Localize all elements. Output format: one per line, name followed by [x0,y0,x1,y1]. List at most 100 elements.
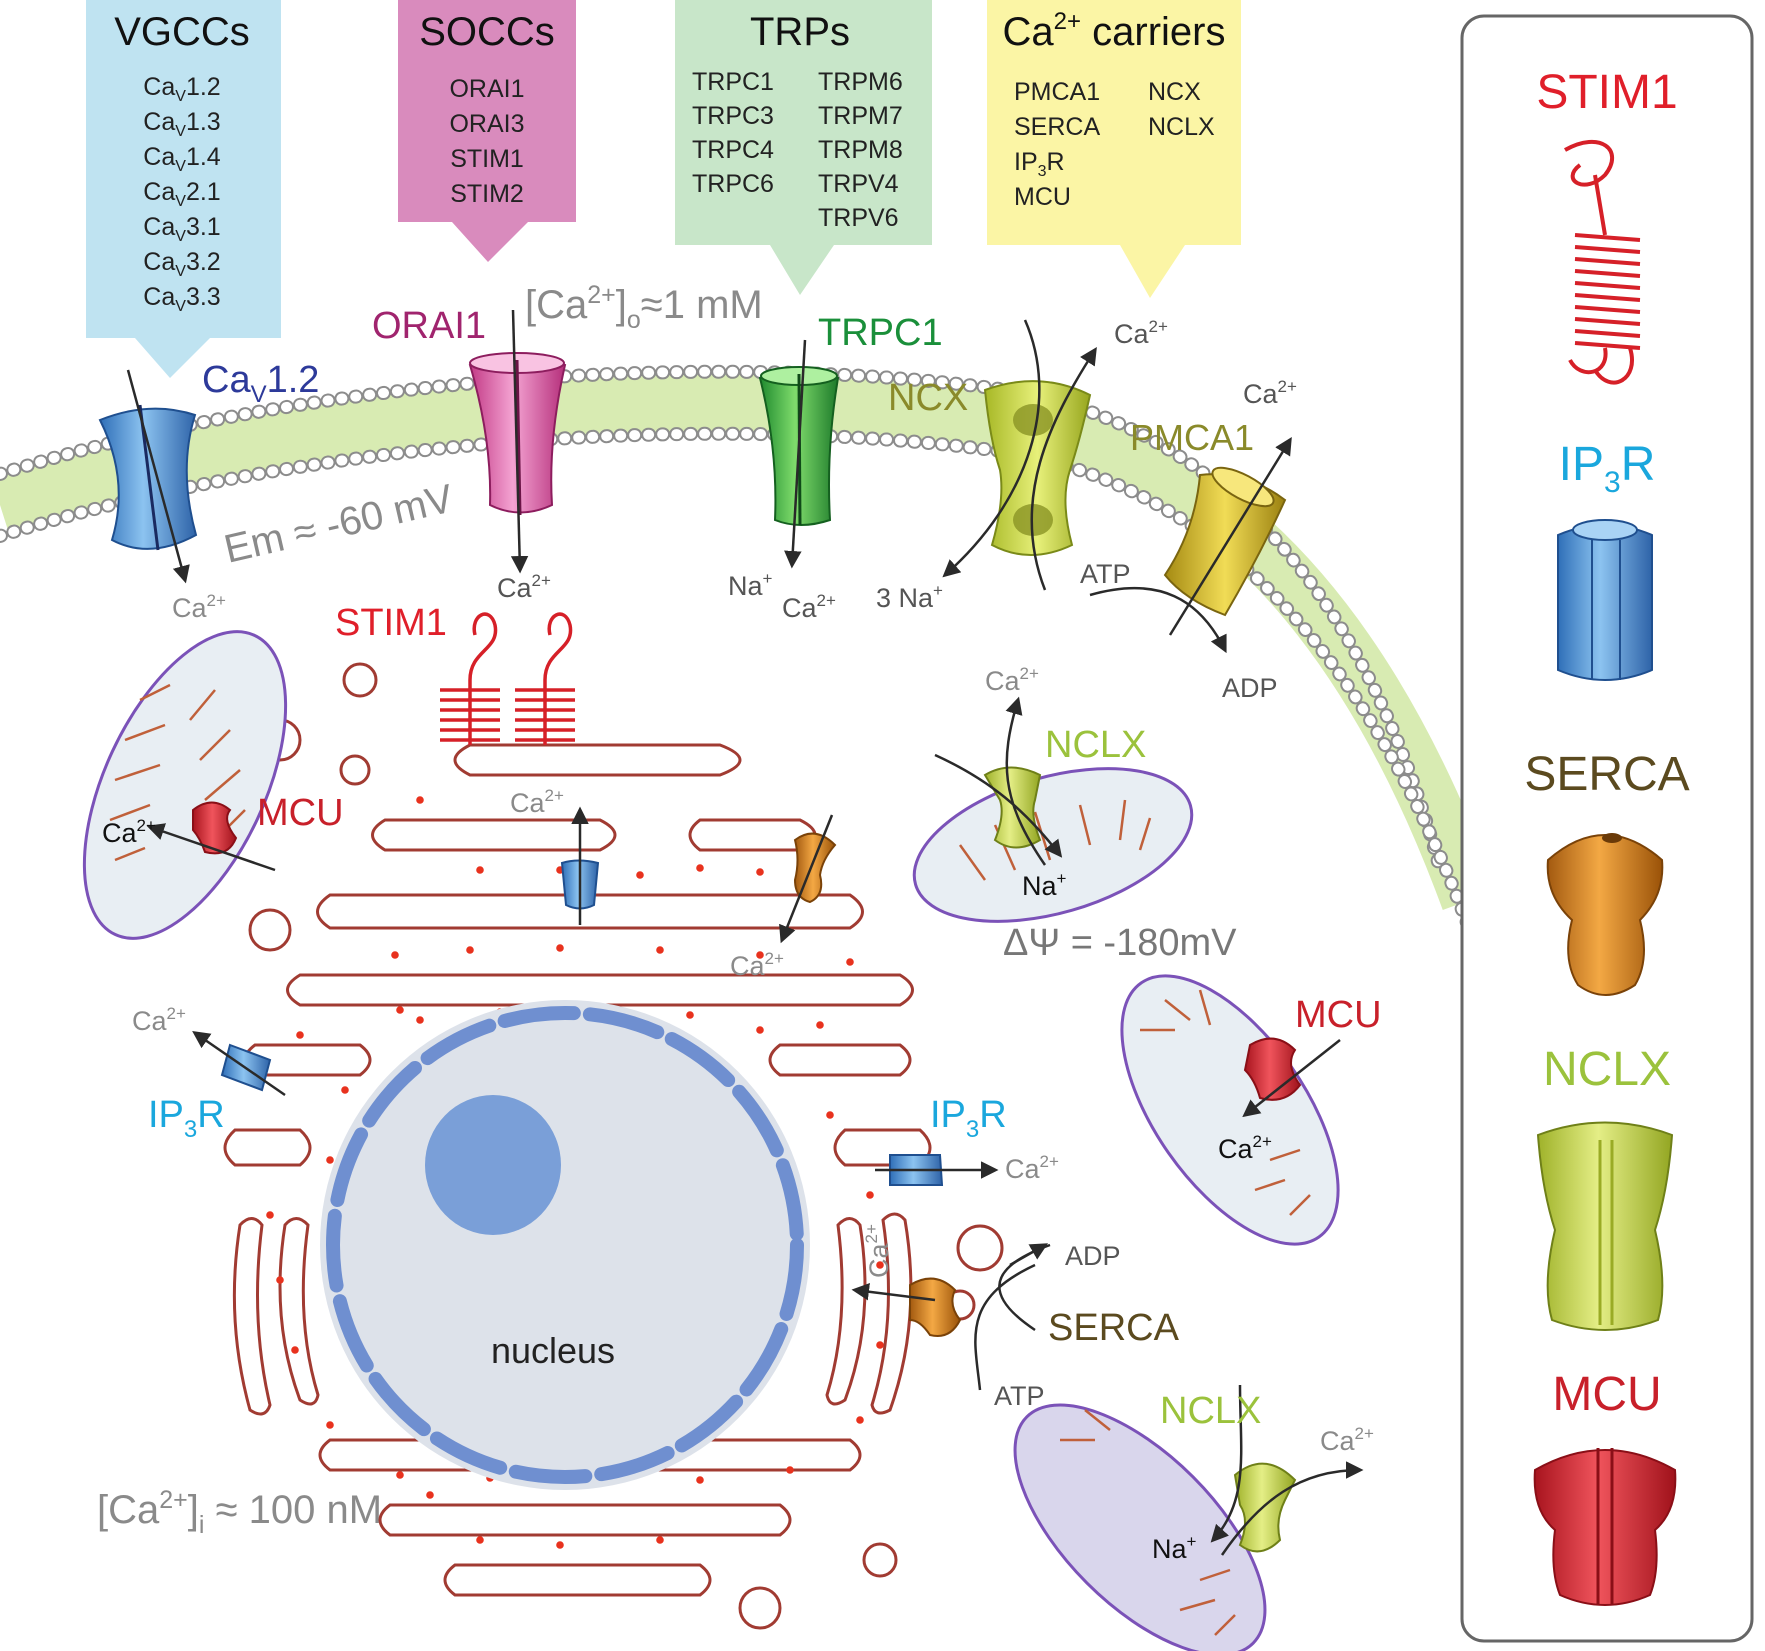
trp-item: TRPV4 [818,170,899,198]
legend-serca-label: SERCA [1524,748,1689,801]
vgcc-item: CaV2.1 [143,178,220,210]
ncx-label: NCX [888,377,968,419]
ribosome-dot [416,1016,424,1024]
trpc1-na-label: Na+ [728,569,773,601]
mcu-right-ca-label: Ca2+ [1218,1132,1272,1164]
mitochondrion-bottom [1013,1384,1364,1651]
ribosome-dot [656,1536,664,1544]
membrane-potential-mito-label: ΔΨ = -180mV [1003,922,1237,964]
pmca1-atp-label: ATP [1080,559,1131,589]
trp-title: TRPs [750,10,850,54]
legend-nclx-icon [1536,1121,1674,1331]
vgcc-item: CaV3.1 [143,213,220,245]
ribosome-dot [756,1026,764,1034]
vgcc-item: CaV1.3 [143,108,220,140]
cav12-label: CaV1.2 [202,359,319,408]
mitochondrion-right [1120,974,1341,1246]
ribosome-dot [556,944,564,952]
ribosome-dot [686,1011,694,1019]
ribosome-dot [396,1471,404,1479]
socc-item: ORAI1 [449,75,524,103]
trp-item: TRPC1 [692,68,774,96]
trp-item: TRPM6 [818,68,903,96]
trp-item-list: TRPC1TRPC3TRPC4TRPC6TRPM6TRPM7TRPM8TRPV4… [692,68,903,232]
ribosome-dot [266,1211,274,1219]
ribosome-dot [636,871,644,879]
ribosome-dot [391,951,399,959]
pmca1-ca-label: Ca2+ [1243,377,1297,409]
trp-item: TRPM8 [818,136,903,164]
ip3r-right-ca-label: Ca2+ [1005,1152,1059,1184]
nclx-bottom-ca-label: Ca2+ [1320,1424,1374,1456]
stim1-er-label: STIM1 [335,602,447,644]
cav12-ca-label: Ca2+ [172,591,226,623]
vgcc-item: CaV3.3 [143,283,220,315]
legend-mcu-label: MCU [1552,1368,1661,1421]
carriers-title: Ca2+ carriers [1003,8,1226,54]
ribosome-dot [656,946,664,954]
carrier-item: SERCA [1014,113,1100,141]
serca-atp-label: ATP [994,1381,1045,1411]
nucleus [320,1000,810,1490]
extracellular-ca-label: [Ca2+]o≈1 mM [525,281,763,334]
mitochondrion-center [912,696,1194,923]
ip3r-er-top-ca-label: Ca2+ [510,786,564,818]
legend-serca-icon [1546,833,1664,996]
ncx-exchanger [942,319,1097,591]
carrier-item: NCX [1148,78,1201,106]
ribosome-dot [426,1491,434,1499]
ribosome-dot [296,1031,304,1039]
pmca1-adp-label: ADP [1222,673,1278,703]
trpc1-ca-label: Ca2+ [782,591,836,623]
ribosome-dot [416,796,424,804]
membrane-potential-label: Em ≈ -60 mV [220,476,457,571]
ribosome-dot [756,951,764,959]
ribosome-dot [341,1086,349,1094]
legend-stim1-label: STIM1 [1536,66,1677,119]
serca-adp-label: ADP [1065,1241,1121,1271]
ip3r-er-top [560,806,600,925]
vgcc-box: VGCCs CaV1.2CaV1.3CaV1.4CaV2.1CaV3.1CaV3… [86,0,281,378]
nucleus-label: nucleus [491,1330,615,1371]
ip3r-er-left [192,1031,286,1097]
trp-box: TRPs TRPC1TRPC3TRPC4TRPC6TRPM6TRPM7TRPM8… [675,0,932,295]
plasma-membrane [0,364,1498,938]
mcu-top-label: MCU [257,792,344,834]
ribosome-dot [866,1191,874,1199]
vgcc-item: CaV3.2 [143,248,220,280]
ribosome-dot [476,1536,484,1544]
trp-item: TRPC4 [692,136,774,164]
nclx-bottom-label: NCLX [1160,1390,1261,1432]
ribosome-dot [816,1021,824,1029]
legend-mcu-icon [1533,1448,1677,1606]
mcu-right-label: MCU [1295,994,1382,1036]
cav12-channel [98,369,198,584]
trp-item: TRPM7 [818,102,903,130]
ribosome-dot [856,1416,864,1424]
legend-stim1-icon [1564,139,1641,385]
serca-top-ca-label: Ca2+ [730,949,784,981]
ribosome-dot [326,1156,334,1164]
ribosome-dot [476,866,484,874]
endoplasmic-reticulum [223,662,1004,1630]
nucleolus [425,1095,561,1235]
ribosome-dot [556,1541,564,1549]
ribosome-dot [276,1276,284,1284]
ip3r-left-ca-label: Ca2+ [132,1004,186,1036]
vgcc-item: CaV1.4 [143,143,220,175]
legend-ip3r-icon [1557,519,1653,681]
mitochondrion-top-left [82,630,288,940]
ncx-na-label: 3 Na+ [876,581,943,613]
carrier-item: PMCA1 [1014,78,1100,106]
orai1-label: ORAI1 [372,305,486,347]
stim1-on-er [440,612,575,745]
carrier-item: NCLX [1148,113,1215,141]
ribosome-dot [696,1476,704,1484]
ribosome-dot [396,1006,404,1014]
trp-item: TRPC3 [692,102,774,130]
socc-item: STIM1 [450,145,524,173]
socc-item: ORAI3 [449,110,524,138]
